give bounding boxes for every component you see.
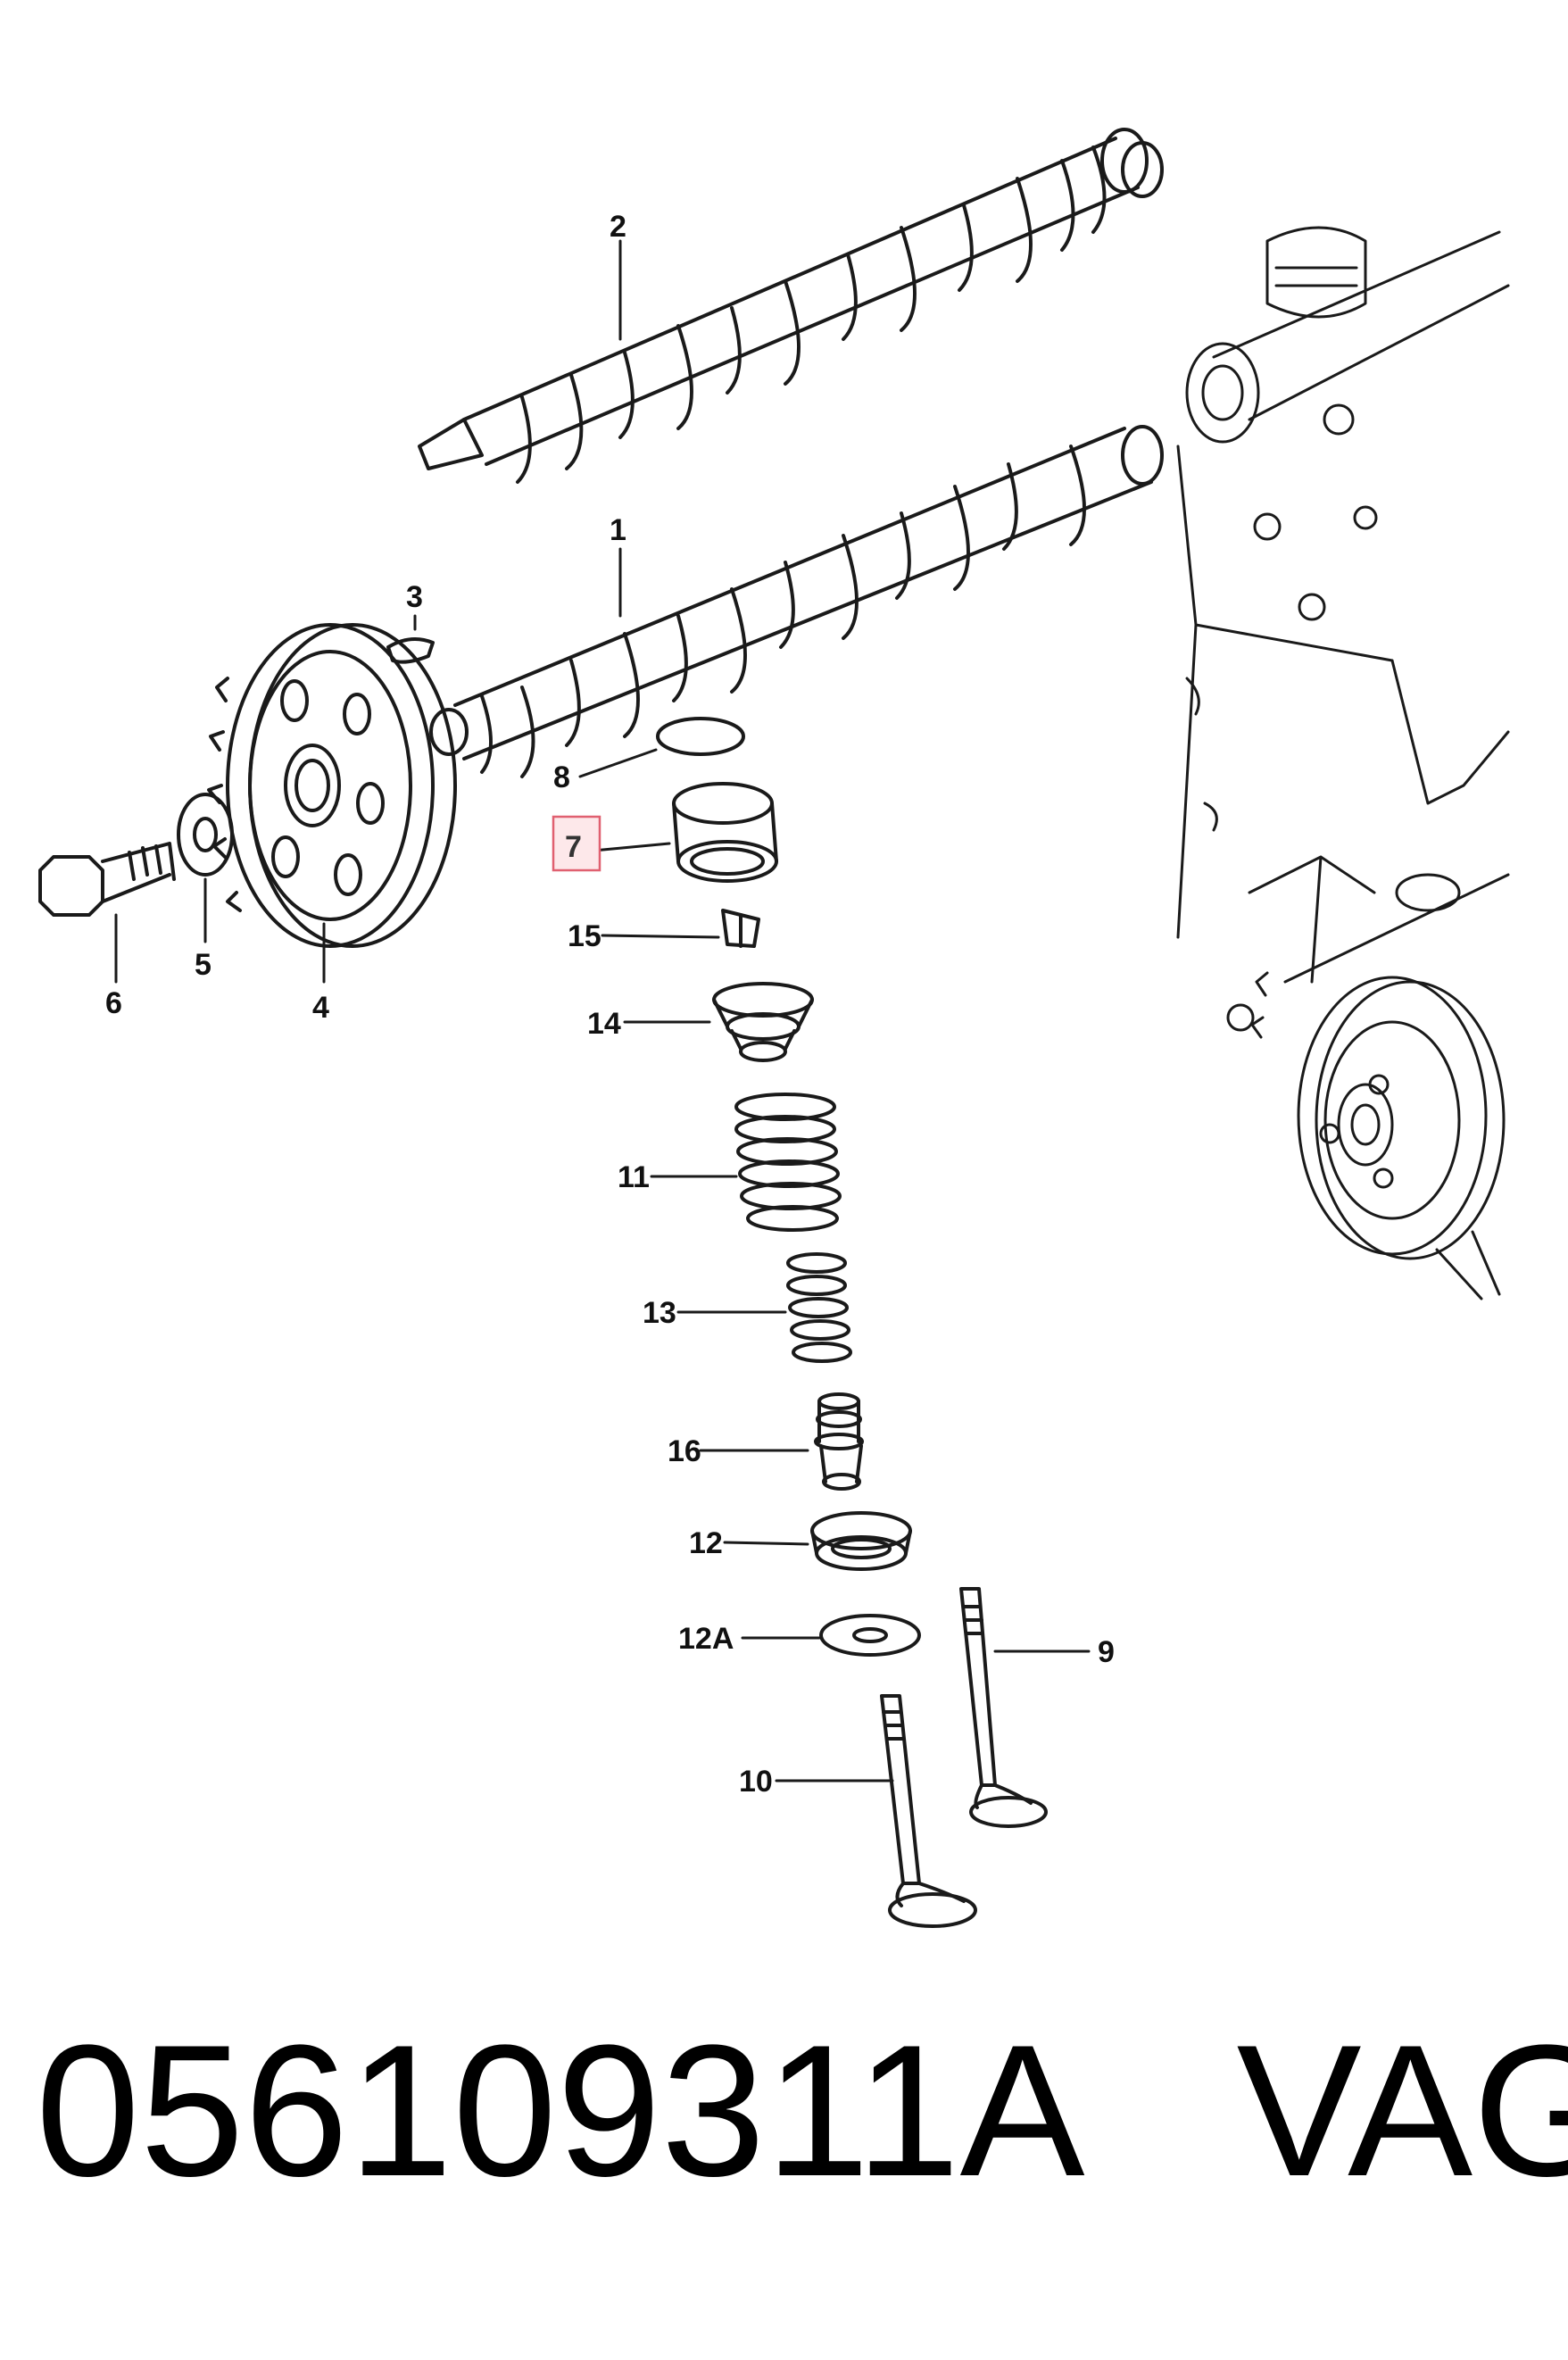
valve-stem-seal: [814, 1392, 864, 1491]
callout-8: 8: [553, 760, 570, 794]
callout-12: 12: [689, 1526, 723, 1560]
exhaust-valve: [959, 1587, 1048, 1828]
callout-4: 4: [312, 991, 329, 1025]
spring-seat-washer: [819, 1614, 921, 1657]
camshaft-sprocket: [207, 623, 457, 948]
callout-2: 2: [610, 210, 626, 244]
engine-block: [1176, 226, 1510, 1300]
brand-name: VAG: [1236, 2006, 1568, 2215]
callout-11: 11: [618, 1160, 650, 1194]
leader-lines: [114, 239, 1091, 1782]
washer: [177, 793, 234, 877]
outer-valve-spring: [734, 1093, 842, 1232]
hydraulic-tappet: [672, 782, 778, 883]
callout-9: 9: [1098, 1635, 1115, 1669]
callout-1: 1: [610, 513, 626, 547]
callout-13: 13: [643, 1296, 676, 1330]
callout-14: 14: [587, 1007, 621, 1041]
callout-7: 7: [565, 830, 582, 864]
woodruff-key: [386, 637, 435, 664]
callout-10: 10: [739, 1765, 773, 1799]
intake-valve: [880, 1694, 977, 1928]
callout-3: 3: [406, 580, 423, 614]
valve-cotters: [721, 909, 760, 948]
callout-15: 15: [568, 919, 601, 953]
callout-12a: 12A: [678, 1622, 734, 1656]
bolt: [38, 842, 176, 917]
spring-seat: [810, 1511, 912, 1571]
callout-5: 5: [195, 948, 212, 982]
callout-6: 6: [105, 986, 122, 1020]
shim: [656, 717, 745, 756]
spring-retainer: [712, 982, 814, 1062]
part-footer: 056109311A VAG: [36, 1977, 1568, 2245]
inner-valve-spring: [786, 1252, 852, 1363]
camshaft-upper: [418, 128, 1164, 484]
highlight-box: [552, 815, 601, 872]
camshaft-lower: [429, 425, 1164, 778]
callout-16: 16: [668, 1434, 701, 1468]
part-number: 056109311A: [36, 2006, 1085, 2215]
